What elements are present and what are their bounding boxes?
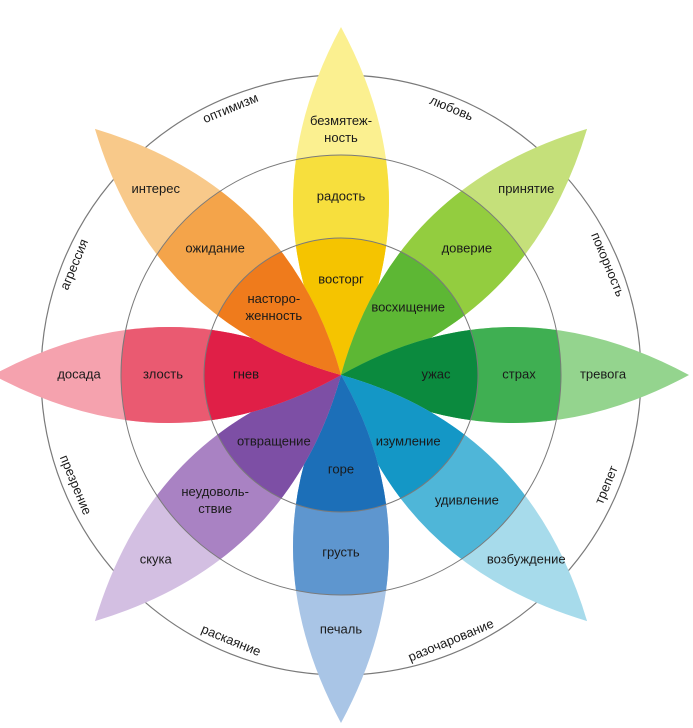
petal-anger bbox=[0, 327, 341, 423]
label-anticipation-mid: ожидание bbox=[185, 241, 245, 256]
label-joy-mid: радость bbox=[317, 188, 366, 203]
petal-surprise bbox=[341, 375, 588, 622]
petal-fear bbox=[341, 327, 689, 423]
label-anticipation-outer: интерес bbox=[132, 181, 181, 196]
inner-ring-circle bbox=[203, 237, 479, 513]
label-fear-mid: страх bbox=[502, 366, 536, 381]
between-label-optimism: оптимизм bbox=[200, 90, 260, 126]
label-fear-inner: ужас bbox=[421, 366, 451, 381]
petal-fear-inner-band bbox=[341, 327, 478, 423]
label-disgust-mid: неудоволь-ствие bbox=[181, 484, 249, 516]
label-trust-inner: восхищение bbox=[371, 299, 445, 314]
petal-trust bbox=[341, 128, 588, 375]
label-sadness-inner: горе bbox=[328, 461, 354, 476]
label-anger-mid: злость bbox=[143, 366, 183, 381]
label-disgust-inner: отвращение bbox=[237, 434, 311, 449]
label-joy-outer: безмятеж-ность bbox=[310, 113, 372, 145]
between-label-submission: покорность bbox=[588, 230, 628, 299]
label-disgust-outer: скука bbox=[140, 552, 173, 567]
middle-ring-circle bbox=[120, 154, 562, 596]
petal-anticipation bbox=[94, 128, 341, 375]
between-label-awe: трепет bbox=[591, 463, 620, 506]
petal-disgust bbox=[94, 375, 341, 622]
label-surprise-mid: удивление bbox=[435, 492, 499, 507]
petal-anger-inner-band bbox=[204, 327, 341, 423]
between-label-remorse: раскаяние bbox=[199, 621, 263, 659]
label-surprise-inner: изумление bbox=[376, 434, 441, 449]
label-joy-inner: восторг bbox=[318, 271, 364, 286]
petal-sadness-inner-band bbox=[293, 375, 389, 512]
label-trust-outer: принятие bbox=[498, 181, 554, 196]
label-anger-inner: гнев bbox=[233, 366, 259, 381]
between-label-contempt: презрение bbox=[57, 453, 95, 517]
label-fear-outer: тревога bbox=[580, 366, 627, 381]
petal-joy bbox=[293, 27, 389, 375]
label-sadness-outer: печаль bbox=[320, 621, 362, 636]
petal-sadness bbox=[293, 375, 389, 723]
petal-joy-inner-band bbox=[293, 238, 389, 375]
label-anticipation-inner: насторо-женность bbox=[245, 291, 302, 323]
label-trust-mid: доверие bbox=[442, 241, 493, 256]
labels-layer: восторг радость безмятеж-ность восхищение до… bbox=[57, 90, 628, 665]
label-sadness-mid: грусть bbox=[322, 544, 360, 559]
petals-layer bbox=[0, 27, 689, 723]
label-anger-outer: досада bbox=[57, 366, 101, 381]
label-surprise-outer: возбуждение bbox=[487, 552, 566, 567]
between-label-love: любовь bbox=[428, 92, 476, 123]
